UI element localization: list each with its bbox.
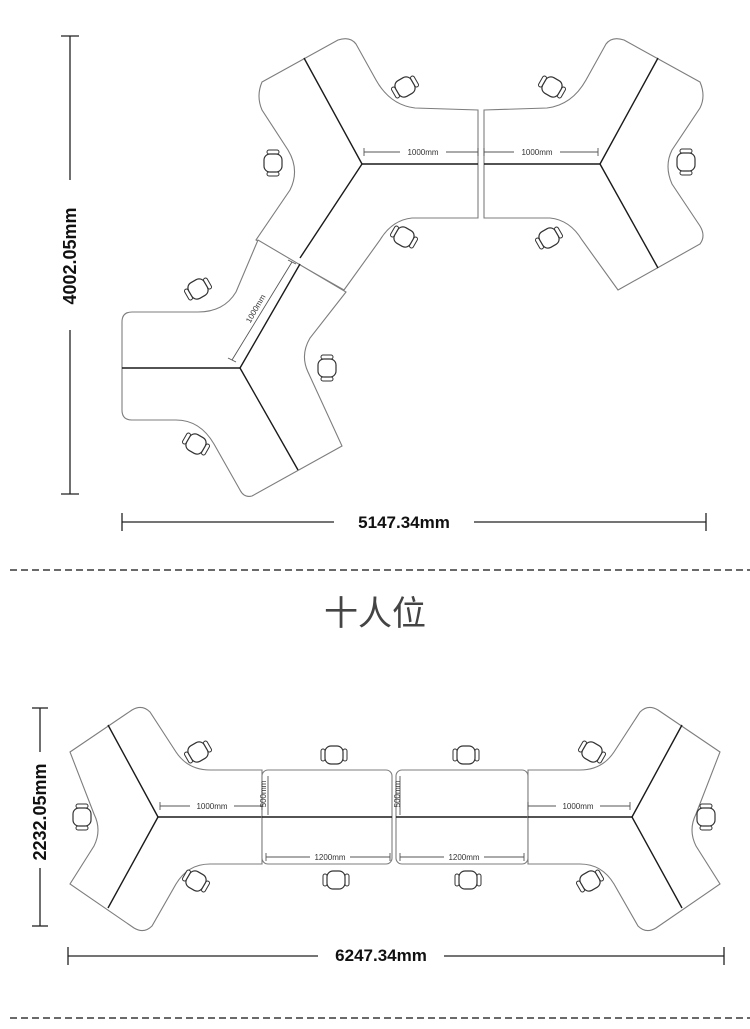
- segment-label: 1000mm: [196, 802, 227, 811]
- top-layout: 1000mm 1000mm 1000mm: [60, 35, 707, 532]
- desk-divider: [599, 57, 659, 165]
- desk-pod-right: [527, 706, 721, 932]
- inner-dimension-top-right: 1000mm: [483, 146, 599, 158]
- chair-icon: [537, 75, 567, 99]
- height-dimension: 4002.05mm: [60, 35, 80, 495]
- desk-rect-right: [395, 769, 529, 865]
- inner-dimension-vertical-left: 500mm: [259, 776, 269, 815]
- chair-icon: [454, 870, 482, 890]
- chair-icon: [183, 740, 213, 764]
- inner-dimension-top-left: 1000mm: [363, 146, 479, 158]
- layout-title: 十人位: [324, 594, 426, 634]
- inner-dimension-vertical-right: 500mm: [393, 776, 402, 815]
- width-label: 5147.34mm: [358, 513, 450, 532]
- height-dimension: 2232.05mm: [30, 707, 50, 927]
- desk-divider: [299, 163, 363, 259]
- segment-label: 1000mm: [521, 148, 552, 157]
- chair-icon: [389, 225, 419, 249]
- chair-icon: [575, 869, 605, 893]
- inner-dimension-rect-left: 1200mm: [265, 851, 391, 863]
- desk-surface: [527, 706, 721, 932]
- chair-icon: [696, 803, 716, 831]
- width-dimension: 6247.34mm: [67, 946, 725, 965]
- chair-icon: [390, 75, 420, 99]
- desk-pod-upper-left: [255, 38, 479, 291]
- desk-pod-upper-right: [483, 38, 704, 291]
- desk-divider: [303, 57, 363, 165]
- desk-pod-left: [69, 706, 263, 932]
- chair-icon: [72, 803, 92, 831]
- chair-icon: [534, 226, 564, 250]
- chair-icon: [676, 148, 696, 176]
- segment-label: 1000mm: [407, 148, 438, 157]
- desk-divider: [239, 263, 301, 369]
- segment-label: 500mm: [259, 780, 268, 807]
- height-label: 2232.05mm: [30, 763, 50, 860]
- inner-dimension-left: 1000mm: [159, 800, 263, 812]
- chair-icon: [452, 745, 480, 765]
- desk-divider: [107, 816, 159, 909]
- chair-icon: [183, 277, 213, 301]
- desk-divider: [631, 816, 683, 909]
- inner-dimension-right: 1000mm: [527, 800, 631, 812]
- chair-icon: [577, 740, 607, 764]
- desk-surface: [69, 706, 263, 932]
- desk-rect-left: [261, 769, 393, 865]
- height-label: 4002.05mm: [60, 207, 80, 304]
- desk-divider: [599, 163, 659, 269]
- segment-label: 1200mm: [448, 853, 479, 862]
- width-label: 6247.34mm: [335, 946, 427, 965]
- segment-label: 500mm: [393, 780, 402, 807]
- segment-label: 1200mm: [314, 853, 345, 862]
- bottom-layout: 1000mm 1000mm 1200mm 1200mm 500mm: [30, 706, 725, 965]
- chair-icon: [181, 432, 211, 456]
- chair-icon: [317, 354, 337, 382]
- chair-icon: [322, 870, 350, 890]
- desk-divider: [239, 367, 299, 471]
- inner-dimension-rect-right: 1200mm: [399, 851, 525, 863]
- desk-pod-lower-left: [121, 239, 347, 497]
- desk-divider: [631, 724, 683, 818]
- chair-icon: [263, 149, 283, 177]
- chair-icon: [181, 869, 211, 893]
- segment-label: 1000mm: [562, 802, 593, 811]
- desk-divider: [107, 724, 159, 818]
- width-dimension: 5147.34mm: [121, 513, 707, 532]
- chair-icon: [320, 745, 348, 765]
